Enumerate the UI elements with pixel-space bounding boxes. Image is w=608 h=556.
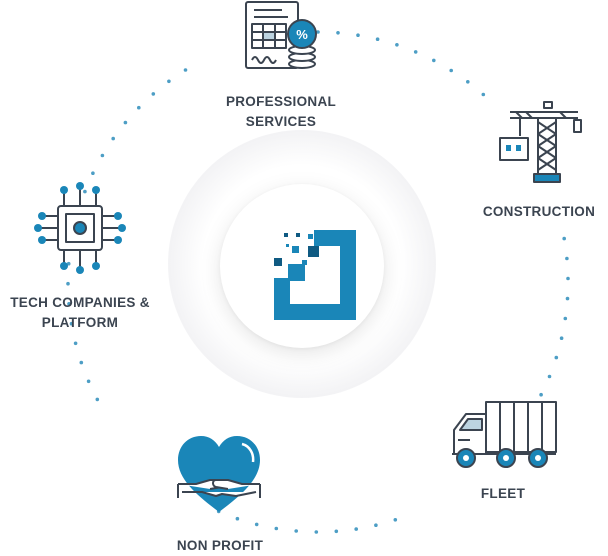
ring-dot	[565, 296, 570, 301]
ring-dot	[316, 30, 320, 34]
truck-icon	[448, 398, 560, 472]
ring-dot	[123, 120, 128, 125]
ring-dot	[294, 529, 299, 533]
logo-icon	[262, 220, 366, 324]
ring-dot	[374, 523, 378, 527]
label-professional-services: PROFESSIONAL SERVICES	[225, 94, 337, 129]
ring-dot	[466, 80, 470, 84]
ring-dot	[354, 527, 359, 531]
ring-dot	[73, 341, 78, 346]
ring-dot	[565, 256, 569, 261]
ring-dot	[95, 397, 100, 402]
ring-dot	[547, 374, 552, 379]
ring-dot	[395, 43, 399, 47]
ring-dot	[481, 92, 486, 97]
ring-dot	[554, 355, 559, 360]
ring-dot	[91, 171, 95, 175]
ring-dot	[69, 321, 74, 326]
ring-dot	[393, 518, 398, 522]
svg-text:%: %	[296, 27, 308, 42]
ring-dot	[539, 392, 543, 397]
ring-dot	[183, 68, 188, 72]
ring-dot	[356, 33, 360, 37]
ring-dot	[563, 316, 568, 321]
ring-dot	[432, 58, 436, 63]
chip-icon	[34, 182, 126, 274]
ring-dot	[66, 281, 70, 286]
ring-dot	[151, 92, 156, 96]
label-fleet: FLEET	[480, 486, 526, 501]
ring-dot	[449, 68, 454, 73]
ring-dot	[566, 276, 570, 281]
ring-dot	[111, 136, 115, 141]
ring-dot	[375, 37, 380, 41]
ring-dot	[562, 236, 566, 241]
ring-dot	[274, 526, 279, 531]
ring-dot	[66, 261, 71, 266]
ring-dot	[83, 189, 87, 194]
ring-dot	[167, 79, 171, 84]
label-construction: CONSTRUCTION	[482, 204, 596, 219]
ring-dot	[334, 529, 339, 534]
ring-dot	[314, 530, 319, 534]
ring-dot	[100, 153, 105, 158]
document-coins-icon: %	[242, 0, 322, 74]
label-non-profit: NON PROFIT	[176, 538, 264, 553]
ring-dot	[235, 516, 240, 521]
ring-dot	[67, 302, 71, 306]
ring-dot	[79, 360, 84, 365]
ring-dot	[254, 522, 259, 527]
ring-dot	[86, 379, 91, 384]
label-tech-companies: TECH COMPANIES & PLATFORM	[10, 295, 150, 330]
ring-dot	[336, 31, 340, 35]
crane-icon	[496, 98, 584, 184]
ring-dot	[559, 336, 564, 341]
ring-dot	[413, 50, 418, 54]
ring-dot	[137, 105, 141, 110]
heart-hands-icon	[176, 432, 262, 518]
